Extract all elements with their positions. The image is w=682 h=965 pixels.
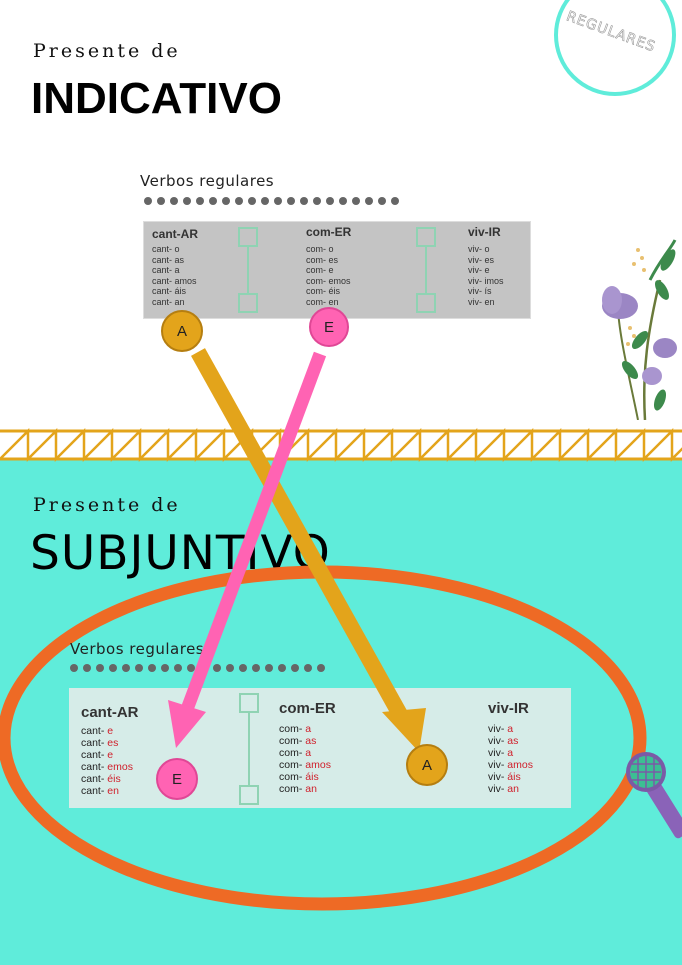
conjugation-row: com- éis — [306, 286, 341, 296]
pink-arrow-shaft — [179, 351, 327, 715]
conjugation-row: com- áis — [279, 771, 319, 783]
indicativo-col-er: com-ER com- o com- es com- e com- emos c… — [306, 225, 351, 307]
dot-separator-top — [144, 197, 399, 205]
conjugation-row: cant- en — [81, 785, 119, 797]
conjugation-row: viv- es — [468, 254, 495, 265]
conjugation-row: cant- emos — [81, 761, 133, 773]
indicativo-col-ar: cant-AR cant- o cant- as cant- a cant- a… — [152, 227, 198, 307]
column-header: cant-AR — [152, 227, 199, 241]
conjugation-list: viv- a viv- as viv- a viv- amos viv- áis… — [488, 723, 533, 795]
indicativo-col-ir: viv-IR viv- o viv- es viv- e viv- imos v… — [468, 225, 504, 307]
column-header: viv-IR — [468, 225, 501, 239]
conjugation-row: cant- es — [81, 737, 119, 749]
marker-e-top: E — [309, 307, 349, 347]
verbos-regulares-label-bottom: Verbos regulares — [70, 640, 205, 658]
conjugation-row: cant- a — [152, 265, 180, 275]
conjugation-row: com- a — [279, 723, 312, 735]
conjugation-row: com- en — [306, 296, 339, 307]
flower-illustration — [602, 239, 677, 420]
verbos-regulares-label-top: Verbos regulares — [140, 172, 275, 190]
marker-a-bottom: A — [406, 744, 448, 786]
connector-icon — [416, 227, 436, 313]
column-header: viv-IR — [488, 700, 529, 717]
column-header: cant-AR — [81, 704, 139, 721]
conjugation-list: cant- o cant- as cant- a cant- amos cant… — [152, 244, 198, 307]
conjugation-row: viv- o — [468, 244, 490, 254]
conjugation-row: viv- as — [488, 735, 519, 747]
conjugation-row: com- an — [279, 783, 317, 795]
conjugation-row: com- a — [279, 747, 312, 759]
conjugation-row: viv- en — [468, 296, 495, 307]
conjugation-row: cant- an — [152, 296, 185, 307]
conjugation-row: viv- áis — [488, 771, 521, 783]
conjugation-row: com- emos — [306, 275, 351, 286]
subjuntivo-col-ar: cant-AR cant- e cant- es cant- e cant- e… — [81, 704, 139, 797]
conjugation-row: com- as — [279, 735, 317, 747]
conjugation-row: cant- as — [152, 254, 185, 265]
marker-a-top: A — [161, 310, 203, 352]
column-header: com-ER — [306, 225, 352, 239]
conjugation-row: viv- imos — [468, 275, 504, 286]
conjugation-row: com- e — [306, 265, 334, 275]
pink-arrow-head — [168, 700, 206, 748]
subjuntivo-col-er: com-ER com- a com- as com- a com- amos c… — [279, 700, 336, 795]
conjugation-row: viv- ís — [468, 286, 492, 296]
conjugation-row: viv- an — [488, 783, 519, 795]
conjugation-row: viv- e — [468, 265, 490, 275]
conjugation-list: cant- e cant- es cant- e cant- emos cant… — [81, 725, 139, 797]
indicativo-title: INDICATIVO — [31, 74, 282, 123]
marker-e-bottom: E — [156, 758, 198, 800]
presente-de-label-bottom: Presente de — [33, 494, 181, 516]
microphone-icon — [626, 752, 682, 839]
conjugation-row: com- amos — [279, 759, 331, 771]
conjugation-row: viv- amos — [488, 759, 533, 771]
conjugation-row: cant- éis — [81, 773, 121, 785]
conjugation-row: cant- áis — [152, 286, 187, 296]
presente-de-label-top: Presente de — [33, 40, 181, 62]
conjugation-row: viv- a — [488, 723, 514, 735]
conjugation-list: com- a com- as com- a com- amos com- áis… — [279, 723, 336, 795]
subjuntivo-table: cant-AR cant- e cant- es cant- e cant- e… — [69, 688, 571, 808]
subjuntivo-col-ir: viv-IR viv- a viv- as viv- a viv- amos v… — [488, 700, 533, 795]
dot-separator-bottom — [70, 664, 325, 672]
conjugation-row: cant- e — [81, 749, 114, 761]
conjugation-row: cant- o — [152, 244, 180, 254]
zigzag-band — [0, 428, 682, 462]
gold-arrow-shaft — [191, 348, 409, 722]
gold-arrow-head — [382, 708, 426, 752]
conjugation-list: com- o com- es com- e com- emos com- éis… — [306, 244, 351, 307]
conjugation-row: cant- e — [81, 725, 114, 737]
connector-icon — [239, 693, 259, 805]
conjugation-row: viv- a — [488, 747, 514, 759]
indicativo-table: cant-AR cant- o cant- as cant- a cant- a… — [143, 221, 531, 319]
conjugation-list: viv- o viv- es viv- e viv- imos viv- ís … — [468, 244, 504, 307]
column-header: com-ER — [279, 700, 336, 717]
conjugation-row: cant- amos — [152, 275, 197, 286]
conjugation-row: com- o — [306, 244, 334, 254]
regulares-badge: REGULARES — [554, 0, 676, 96]
conjugation-row: com- es — [306, 254, 339, 265]
connector-icon — [238, 227, 258, 313]
